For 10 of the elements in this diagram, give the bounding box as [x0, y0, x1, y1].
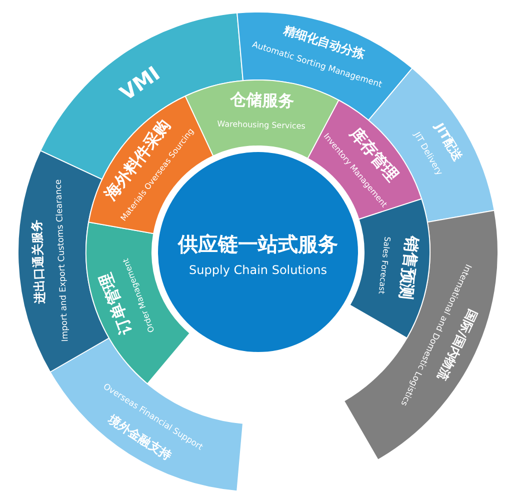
ring-segment: [344, 210, 498, 460]
center-title: 供应链一站式服务: [178, 232, 338, 256]
center-subtitle: Supply Chain Solutions: [189, 263, 327, 277]
segment-title: 销售预测: [396, 235, 422, 301]
segment-subtitle: Sales Forecast: [376, 236, 392, 294]
segment-title: 仓储服务: [230, 90, 294, 110]
segment-subtitle: Warehousing Services: [217, 119, 306, 131]
segment-title: VMI: [115, 61, 164, 106]
segment-title: 进出口通关服务: [29, 219, 48, 304]
segment-subtitle: Import and Export Customs Clearance: [54, 179, 71, 342]
